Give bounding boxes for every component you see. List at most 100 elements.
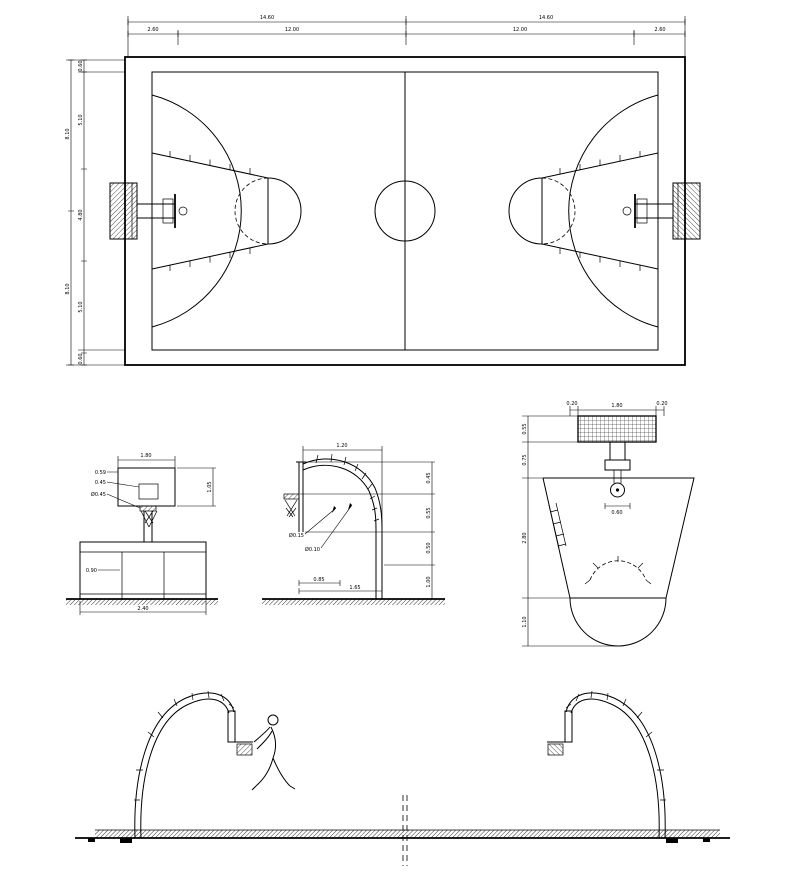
dim-label: 2.60 bbox=[654, 27, 665, 33]
arch-segment-ticks bbox=[134, 690, 235, 801]
dim-label: 0.60 bbox=[78, 353, 84, 364]
dim-label: 1.00 bbox=[426, 576, 432, 587]
backstop-front-elevation: 1.80 0.59 0.45 Ø0.45 0.90 1.05 2.40 bbox=[66, 453, 218, 615]
restricted-arc-dashed bbox=[589, 560, 647, 581]
ground-hatch-band bbox=[95, 830, 720, 838]
dim-label: 1.80 bbox=[140, 453, 151, 459]
free-throw-circle-solid bbox=[267, 177, 302, 245]
player-head bbox=[267, 714, 279, 726]
support-pad bbox=[109, 182, 138, 240]
footing-left bbox=[120, 838, 132, 843]
arm-plate bbox=[604, 459, 631, 471]
curved-arm bbox=[302, 458, 383, 531]
dim-label: 0.20 bbox=[566, 401, 577, 407]
court-elevation-view bbox=[75, 690, 730, 866]
rim-plan bbox=[178, 206, 188, 216]
base-cabinet-panels bbox=[80, 551, 206, 599]
footing-right bbox=[666, 838, 678, 843]
dim-label: 0.60 bbox=[78, 60, 84, 71]
player-legs bbox=[255, 757, 291, 787]
pole-stem bbox=[613, 470, 622, 483]
pole-center bbox=[615, 488, 620, 492]
hoop-structure-right bbox=[546, 690, 667, 839]
dim-label: 0.75 bbox=[522, 454, 528, 465]
player-figure bbox=[251, 714, 296, 791]
base-cabinet bbox=[79, 541, 207, 600]
ground-hatch-side bbox=[262, 599, 445, 605]
pole-section bbox=[610, 482, 625, 498]
player-arms bbox=[253, 726, 273, 750]
footing-left-end bbox=[88, 838, 95, 842]
net-elevation bbox=[236, 743, 253, 756]
dim-label: 4.80 bbox=[78, 209, 84, 220]
footing-right-end bbox=[703, 838, 710, 842]
dim-label: 0.50 bbox=[426, 542, 432, 553]
annotation-label: 0.59 bbox=[95, 470, 106, 476]
dim-label: 2.80 bbox=[522, 532, 528, 543]
dim-label: 8.10 bbox=[65, 128, 71, 139]
backboard-front bbox=[117, 467, 176, 507]
annotation-label: 0.90 bbox=[86, 568, 97, 574]
arc-tick-marks bbox=[584, 556, 652, 585]
backstop-side-elevation: Ø0.10 Ø0.15 1.20 0.45 0.55 0.50 1.00 0.8… bbox=[262, 443, 445, 605]
plan-right-half-unit bbox=[508, 94, 701, 328]
support-arm bbox=[137, 203, 175, 219]
dim-label: 0.55 bbox=[426, 507, 432, 518]
annotation-label: Ø0.45 bbox=[91, 491, 106, 498]
rim-side bbox=[283, 493, 300, 500]
ground-hatch-front bbox=[66, 599, 218, 605]
dim-label: 1.05 bbox=[207, 481, 213, 492]
free-throw-lane bbox=[151, 152, 269, 270]
dim-label: 0.45 bbox=[426, 472, 432, 483]
dim-label: 0.85 bbox=[313, 577, 324, 583]
dim-label: 5.10 bbox=[78, 114, 84, 125]
free-throw-semicircle bbox=[569, 597, 667, 647]
plan-left-half-unit bbox=[109, 94, 302, 328]
dim-label: 12.00 bbox=[285, 27, 299, 33]
annotation-label: Ø0.15 bbox=[289, 532, 304, 539]
three-point-arc bbox=[151, 94, 242, 328]
dim-label: 14.60 bbox=[260, 15, 274, 21]
net-front bbox=[140, 510, 158, 528]
dim-label: 2.60 bbox=[147, 27, 158, 33]
key-trapezoid bbox=[542, 477, 695, 599]
dim-label: 8.10 bbox=[65, 283, 71, 294]
rim-front bbox=[139, 505, 157, 512]
support-bracket bbox=[162, 198, 174, 224]
dim-label: 1.65 bbox=[349, 585, 360, 591]
player-feet bbox=[251, 785, 296, 791]
ladder-detail bbox=[548, 502, 567, 549]
annotation-label: 0.45 bbox=[95, 480, 106, 486]
dim-label: 0.60 bbox=[611, 510, 622, 516]
backboard-inner-square bbox=[138, 483, 159, 500]
hoop-structure-left bbox=[134, 690, 253, 839]
arm-segment-ticks bbox=[315, 453, 380, 522]
dim-label: 2.40 bbox=[137, 606, 148, 612]
dim-label: 0.20 bbox=[656, 401, 667, 407]
key-plan-detail: 0.20 1.80 0.20 0.60 0.55 0.75 2.80 1.10 bbox=[522, 401, 695, 647]
center-circle bbox=[374, 180, 436, 242]
player-torso bbox=[270, 726, 276, 759]
dim-label: 0.55 bbox=[522, 423, 528, 434]
dim-label: 14.60 bbox=[539, 15, 553, 21]
dim-label: 1.80 bbox=[611, 403, 622, 409]
lane-hash-marks bbox=[169, 151, 251, 271]
plan-left-dimensions: 8.10 8.10 0.60 5.10 4.80 5.10 0.60 bbox=[65, 59, 125, 366]
backboard-elevation bbox=[227, 710, 236, 743]
pole-side bbox=[375, 530, 383, 599]
arch-inner bbox=[140, 698, 230, 839]
dim-label: 5.10 bbox=[78, 301, 84, 312]
dim-label: 1.10 bbox=[522, 616, 528, 627]
arch-outer bbox=[134, 692, 235, 839]
annotation-label: Ø0.10 bbox=[305, 546, 320, 553]
dim-label: 1.20 bbox=[336, 443, 347, 449]
free-throw-circle-dashed bbox=[234, 177, 269, 245]
backboard-plan-detail bbox=[577, 415, 657, 443]
court-plan-view: 14.60 14.60 2.60 12.00 12.00 2.60 8.10 8… bbox=[65, 15, 701, 366]
board-stem bbox=[609, 442, 626, 460]
center-axis-dashed bbox=[402, 795, 408, 866]
dim-label: 12.00 bbox=[513, 27, 527, 33]
pole-front bbox=[143, 511, 153, 542]
plan-top-dimensions: 14.60 14.60 2.60 12.00 12.00 2.60 bbox=[127, 15, 686, 57]
